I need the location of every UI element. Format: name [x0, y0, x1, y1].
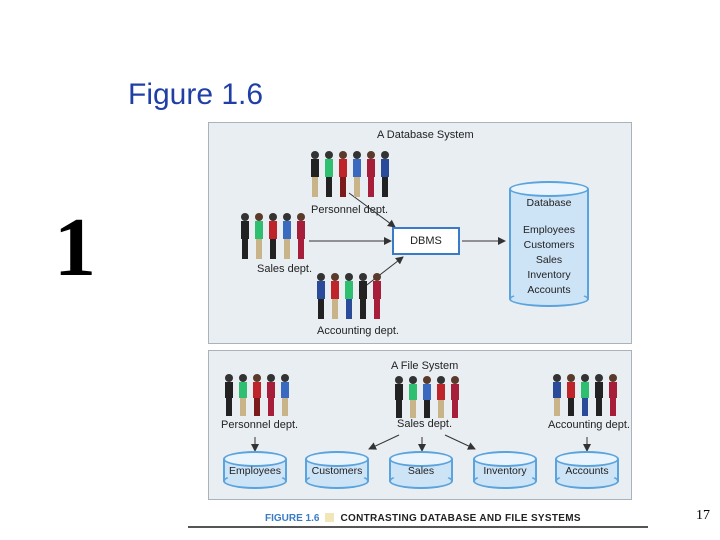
file-label: Employees — [229, 465, 281, 477]
fs-personnel-dept-label: Personnel dept. — [221, 419, 299, 431]
fs-accounting-dept-label: Accounting dept. — [548, 419, 630, 431]
caption-rule — [188, 526, 648, 528]
database-item: Employees — [523, 224, 575, 236]
sales-people-icon — [241, 213, 305, 259]
database-item: Customers — [523, 239, 575, 251]
figure-caption-label: FIGURE 1.6 — [265, 513, 320, 524]
file-label: Inventory — [483, 465, 527, 477]
file-label: Accounts — [565, 465, 609, 477]
fs-personnel-people-icon — [225, 374, 289, 416]
page-number: 17 — [696, 508, 710, 523]
file-cylinder-inventory: Inventory — [473, 451, 537, 489]
caption-square-icon — [325, 513, 335, 522]
database-title: Database — [526, 197, 572, 209]
file-system-arrows — [251, 434, 591, 452]
fs-accounting-people-icon — [553, 374, 617, 416]
file-label: Sales — [407, 465, 435, 477]
database-cylinder: Database Employees Customers Sales Inven… — [509, 181, 589, 307]
file-cylinder-employees: Employees — [223, 451, 287, 489]
arrow-sales-to-customers — [368, 434, 400, 450]
sales-dept-label: Sales dept. — [257, 263, 313, 275]
dbms-box: DBMS — [392, 227, 460, 255]
accounting-people-icon — [317, 273, 381, 319]
database-item: Accounts — [527, 284, 571, 296]
arrow-personnel-to-dbms — [348, 192, 396, 228]
chapter-number: 1 — [54, 201, 96, 294]
arrow-sales-to-inventory — [444, 434, 476, 450]
personnel-people-icon — [311, 151, 389, 197]
database-system-panel: A Database System Personnel dept. — [208, 122, 632, 344]
fs-sales-dept-label: Sales dept. — [397, 418, 453, 430]
database-item: Inventory — [527, 269, 571, 281]
file-label: Customers — [311, 465, 363, 477]
database-item: Sales — [535, 254, 563, 266]
personnel-dept-label: Personnel dept. — [311, 204, 389, 216]
accounting-dept-label: Accounting dept. — [317, 325, 399, 337]
slide-title: Figure 1.6 — [128, 78, 264, 111]
file-system-panel: A File System Personnel dept. — [208, 350, 632, 500]
file-cylinder-sales: Sales — [389, 451, 453, 489]
figure-caption-text: CONTRASTING DATABASE AND FILE SYSTEMS — [340, 513, 581, 524]
file-cylinder-accounts: Accounts — [555, 451, 619, 489]
database-items-list: Employees Customers Sales Inventory Acco… — [509, 223, 589, 298]
database-system-title: A Database System — [377, 129, 474, 141]
figure-caption: FIGURE 1.6 CONTRASTING DATABASE AND FILE … — [265, 513, 581, 524]
file-cylinder-customers: Customers — [305, 451, 369, 489]
file-system-title: A File System — [391, 360, 459, 372]
fs-sales-people-icon — [395, 376, 459, 418]
